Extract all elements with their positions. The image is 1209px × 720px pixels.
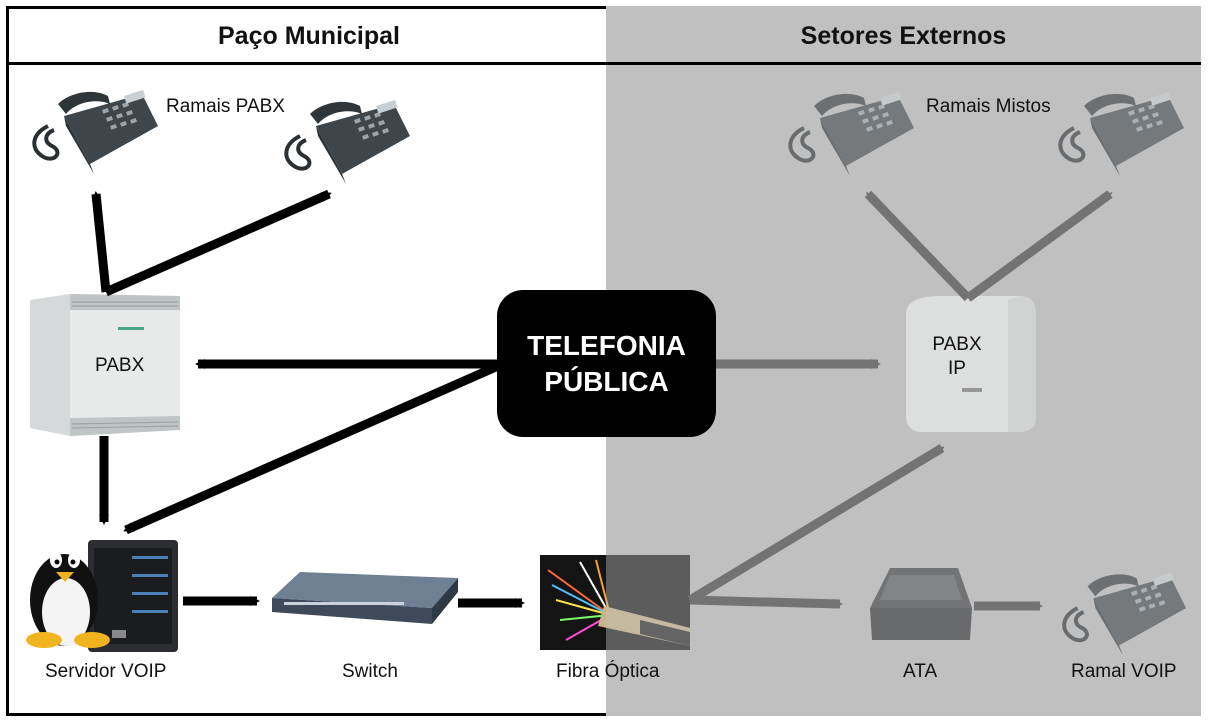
telefonia-publica-box: TELEFONIA PÚBLICA xyxy=(497,290,716,437)
label-pabx-ip: PABX IP xyxy=(930,333,984,381)
telefonia-label-line2: PÚBLICA xyxy=(544,365,669,397)
header-divider xyxy=(6,62,1201,65)
fibra-optica-icon xyxy=(540,555,690,650)
ramal-misto-phone-2-icon xyxy=(1058,89,1186,178)
switch-device-icon xyxy=(272,572,458,624)
telefonia-label-line1: TELEFONIA xyxy=(527,329,686,361)
label-servidor-voip: Servidor VOIP xyxy=(45,661,167,682)
label-ramais-pabx: Ramais PABX xyxy=(166,96,285,117)
label-switch: Switch xyxy=(342,661,398,682)
arrow-pabx-ip-to-ramal-misto-2 xyxy=(965,190,1113,302)
servidor-voip-icon xyxy=(26,540,178,652)
ramal-misto-phone-1-icon xyxy=(788,89,916,178)
ramal-pabx-phone-1-icon xyxy=(32,87,160,176)
arrow-pabx-to-ramal-2 xyxy=(104,189,332,297)
arrow-telefonia-to-servidor xyxy=(123,361,500,535)
label-pabx-ip-line1: PABX xyxy=(932,334,982,355)
pabx-ip-unit-icon xyxy=(906,296,1036,432)
arrow-fibra-to-ata xyxy=(689,595,843,609)
header-setores-externos: Setores Externos xyxy=(800,22,1007,50)
pabx-cabinet-icon xyxy=(30,294,180,436)
arrow-pabx-ip-to-ramal-misto-1 xyxy=(864,190,972,302)
header-paco-municipal: Paço Municipal xyxy=(218,22,400,50)
arrow-fibra-to-pabx-ip xyxy=(687,444,945,604)
ramal-pabx-phone-2-icon xyxy=(284,97,412,186)
label-ata: ATA xyxy=(903,661,938,682)
label-pabx-ip-line2: IP xyxy=(948,358,966,379)
label-pabx: PABX xyxy=(95,355,145,376)
ramal-voip-phone-icon xyxy=(1062,570,1189,658)
label-ramais-mistos: Ramais Mistos xyxy=(926,96,1051,117)
arrow-pabx-to-ramal-1 xyxy=(91,191,111,293)
label-ramal-voip: Ramal VOIP xyxy=(1071,661,1177,682)
label-fibra-optica: Fibra Óptica xyxy=(556,661,660,682)
ata-device-icon xyxy=(870,568,972,640)
